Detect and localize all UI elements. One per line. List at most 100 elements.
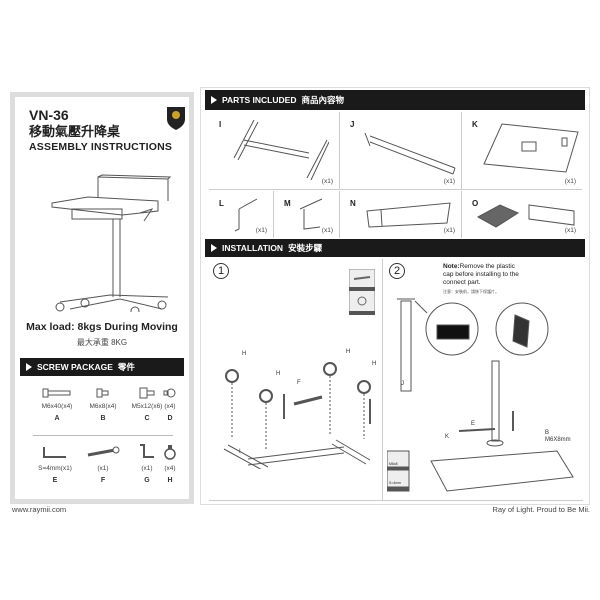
caster-wheel-icon bbox=[164, 445, 176, 460]
label-h: H bbox=[346, 349, 351, 355]
screw-b: M6x8(x4) B bbox=[81, 387, 125, 422]
screw-spec: (x4) bbox=[164, 403, 176, 410]
column-illustration bbox=[364, 132, 456, 175]
part-n: N (x1) bbox=[340, 191, 462, 238]
slogan: Ray of Light. Proud to Be Mii. bbox=[492, 505, 590, 514]
step-number: 2 bbox=[389, 263, 405, 279]
part-i: I (x1) bbox=[209, 112, 340, 190]
screw-spec: M5x12(x6) bbox=[131, 403, 163, 410]
desk-illustration bbox=[51, 174, 172, 312]
screw-spec: (x4) bbox=[164, 465, 176, 472]
model-number: VN-36 bbox=[29, 107, 69, 123]
leg-frame-illustration bbox=[233, 119, 329, 180]
part-letter: N bbox=[350, 199, 356, 208]
screw-letter: D bbox=[167, 415, 173, 422]
label-j: J bbox=[401, 381, 404, 387]
part-letter: L bbox=[219, 199, 224, 208]
bolt-icon bbox=[139, 387, 155, 399]
label-k: K bbox=[445, 434, 450, 440]
label-i: I bbox=[239, 449, 241, 455]
assembly-title: ASSEMBLY INSTRUCTIONS bbox=[29, 141, 173, 153]
screw-spec: M6x40(x4) bbox=[41, 403, 73, 410]
part-qty: (x1) bbox=[564, 227, 576, 234]
part-qty: (x1) bbox=[321, 178, 333, 185]
label-e: E bbox=[471, 421, 476, 427]
screw-package-title-cn: 零件 bbox=[117, 362, 135, 372]
screw-spec: S=4mm(x1) bbox=[38, 465, 72, 472]
parts-title: PARTS INCLUDED bbox=[222, 95, 297, 105]
screw-d: (x4) D bbox=[155, 387, 185, 422]
screw-c: M5x12(x6)C bbox=[125, 387, 169, 422]
label-h: H bbox=[372, 361, 377, 367]
part-qty: (x1) bbox=[443, 178, 455, 185]
screw-letter: F bbox=[100, 477, 106, 484]
website-link[interactable]: www.raymii.com bbox=[12, 505, 67, 514]
label-b-spec: M6X8mm bbox=[545, 437, 571, 443]
screw-package-header: SCREW PACKAGE 零件 bbox=[20, 358, 184, 376]
screw-spec: M6x8(x4) bbox=[89, 403, 117, 410]
installation-header: INSTALLATION 安裝步驟 bbox=[205, 239, 585, 257]
triangle-icon bbox=[211, 96, 217, 104]
column-install-diagram bbox=[387, 298, 574, 492]
screw-letter: E bbox=[52, 477, 58, 484]
label-h: H bbox=[276, 371, 281, 377]
caster-install-diagram bbox=[223, 362, 371, 469]
cover-panel: VN-36 移動氣壓升降桌 ASSEMBLY INSTRUCTIONS Max … bbox=[10, 92, 194, 504]
note-label: Note: bbox=[443, 263, 460, 270]
washer-nut-icon bbox=[163, 388, 176, 398]
screw-spec: (x1) bbox=[97, 465, 109, 472]
triangle-icon bbox=[26, 363, 32, 371]
allen-key-icon bbox=[43, 447, 66, 458]
step-1: 1 H H H H F I bbox=[209, 259, 383, 501]
step-number: 1 bbox=[213, 263, 229, 279]
part-letter: J bbox=[350, 120, 355, 129]
part-letter: I bbox=[219, 120, 222, 129]
label-f: F bbox=[297, 380, 301, 386]
note-body: Remove the plastic cap before installing… bbox=[443, 263, 519, 286]
max-load-cn-text: 最大承重 8KG bbox=[76, 338, 128, 347]
label-b: B bbox=[545, 430, 550, 436]
legend-b: M6x8 bbox=[389, 462, 398, 466]
part-letter: M bbox=[284, 199, 291, 208]
step-2: 2 Note:Remove the plastic cap before ins… bbox=[383, 259, 583, 501]
instructions-panel: PARTS INCLUDED 商品內容物 I (x1) J (x1) K (x1… bbox=[200, 87, 590, 505]
part-l: L (x1) bbox=[209, 191, 274, 238]
part-letter: O bbox=[472, 199, 479, 208]
screw-letter: A bbox=[54, 415, 60, 422]
part-j: J (x1) bbox=[340, 112, 462, 190]
triangle-icon bbox=[211, 244, 217, 252]
part-letter: K bbox=[472, 120, 478, 129]
screw-letter: H bbox=[167, 477, 173, 484]
label-h: H bbox=[242, 351, 247, 357]
screw-package-title: SCREW PACKAGE bbox=[37, 362, 113, 372]
chinese-title: 移動氣壓升降桌 bbox=[29, 124, 121, 139]
bolt-icon bbox=[42, 388, 71, 398]
note-text: Note:Remove the plastic cap before insta… bbox=[443, 263, 523, 287]
part-k: K (x1) bbox=[462, 112, 582, 190]
legend-e: S=4mm bbox=[389, 481, 402, 485]
screw-spec: (x1) bbox=[141, 465, 153, 472]
installation-title-cn: 安裝步驟 bbox=[288, 243, 323, 253]
max-load-text: Max load: 8kgs During Moving bbox=[26, 321, 178, 333]
desktop-board-illustration bbox=[483, 123, 579, 173]
wrench-icon bbox=[87, 446, 120, 457]
part-m: M (x1) bbox=[274, 191, 340, 238]
parts-title-cn: 商品內容物 bbox=[301, 95, 344, 105]
tool-f: (x1) F bbox=[81, 445, 125, 484]
installation-title: INSTALLATION bbox=[222, 243, 284, 253]
tool-e: S=4mm(x1) E bbox=[33, 445, 77, 484]
caster-h: (x4) H bbox=[155, 443, 185, 484]
part-qty: (x1) bbox=[564, 178, 576, 185]
screw-letter: G bbox=[144, 477, 150, 484]
bracket-illustration bbox=[299, 198, 323, 230]
hook-wrench-icon bbox=[140, 444, 154, 458]
screw-letter: B bbox=[100, 415, 106, 422]
required-parts-box bbox=[349, 269, 375, 315]
divider bbox=[33, 435, 173, 436]
note-cn: 注意：安裝前，請移下保護片。 bbox=[443, 289, 499, 294]
cover-panel-illustration bbox=[366, 202, 451, 228]
parts-header: PARTS INCLUDED 商品內容物 bbox=[205, 90, 585, 110]
drawer-parts-illustration bbox=[476, 204, 575, 228]
part-qty: (x1) bbox=[255, 227, 267, 234]
part-o: O (x1) bbox=[462, 191, 582, 238]
